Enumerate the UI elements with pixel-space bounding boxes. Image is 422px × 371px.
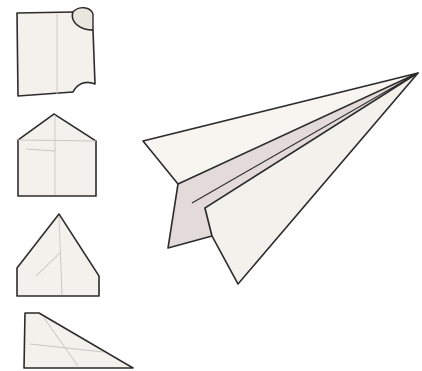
paper-airplane xyxy=(143,73,418,284)
step-4-folded-in-half xyxy=(24,313,133,368)
step-2-top-corners-folded xyxy=(18,114,96,196)
step-1-flat-sheet xyxy=(17,8,95,96)
step-3-sides-folded-to-center xyxy=(17,214,99,296)
